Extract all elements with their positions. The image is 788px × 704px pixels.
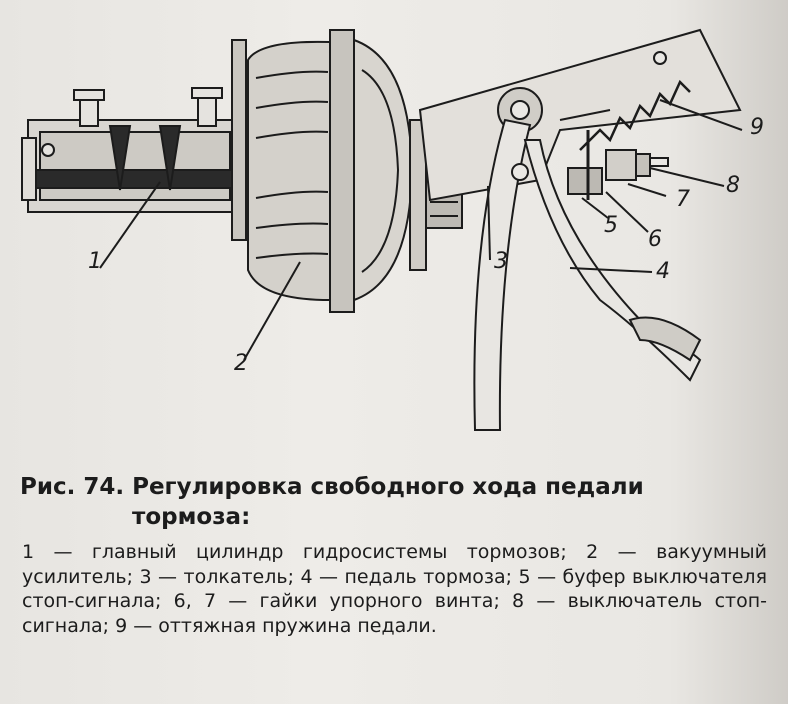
caption-title-line-2: тормоза: xyxy=(132,504,251,530)
caption-title: Рис. 74. Регулировка свободного хода пед… xyxy=(20,472,780,532)
label-1: 1 xyxy=(88,249,102,274)
caption-legend: 1 — главный цилиндр гидросистемы тормозо… xyxy=(22,541,767,637)
figure-caption: Рис. 74. Регулировка свободного хода пед… xyxy=(20,472,780,638)
label-7: 7 xyxy=(676,187,690,212)
label-8: 8 xyxy=(726,173,740,198)
label-3: 3 xyxy=(494,249,508,274)
stop-light-switch xyxy=(559,109,669,200)
label-6: 6 xyxy=(648,227,662,252)
return-spring xyxy=(579,51,691,151)
label-4: 4 xyxy=(656,259,670,284)
label-9: 9 xyxy=(750,115,764,140)
master-cylinder xyxy=(21,87,245,213)
brake-pedal-diagram: 1 2 3 4 5 6 7 8 9 xyxy=(21,28,764,431)
caption-title-line-1: Рис. 74. Регулировка свободного хода пед… xyxy=(20,474,644,500)
label-5: 5 xyxy=(604,213,618,238)
label-2: 2 xyxy=(234,351,248,376)
